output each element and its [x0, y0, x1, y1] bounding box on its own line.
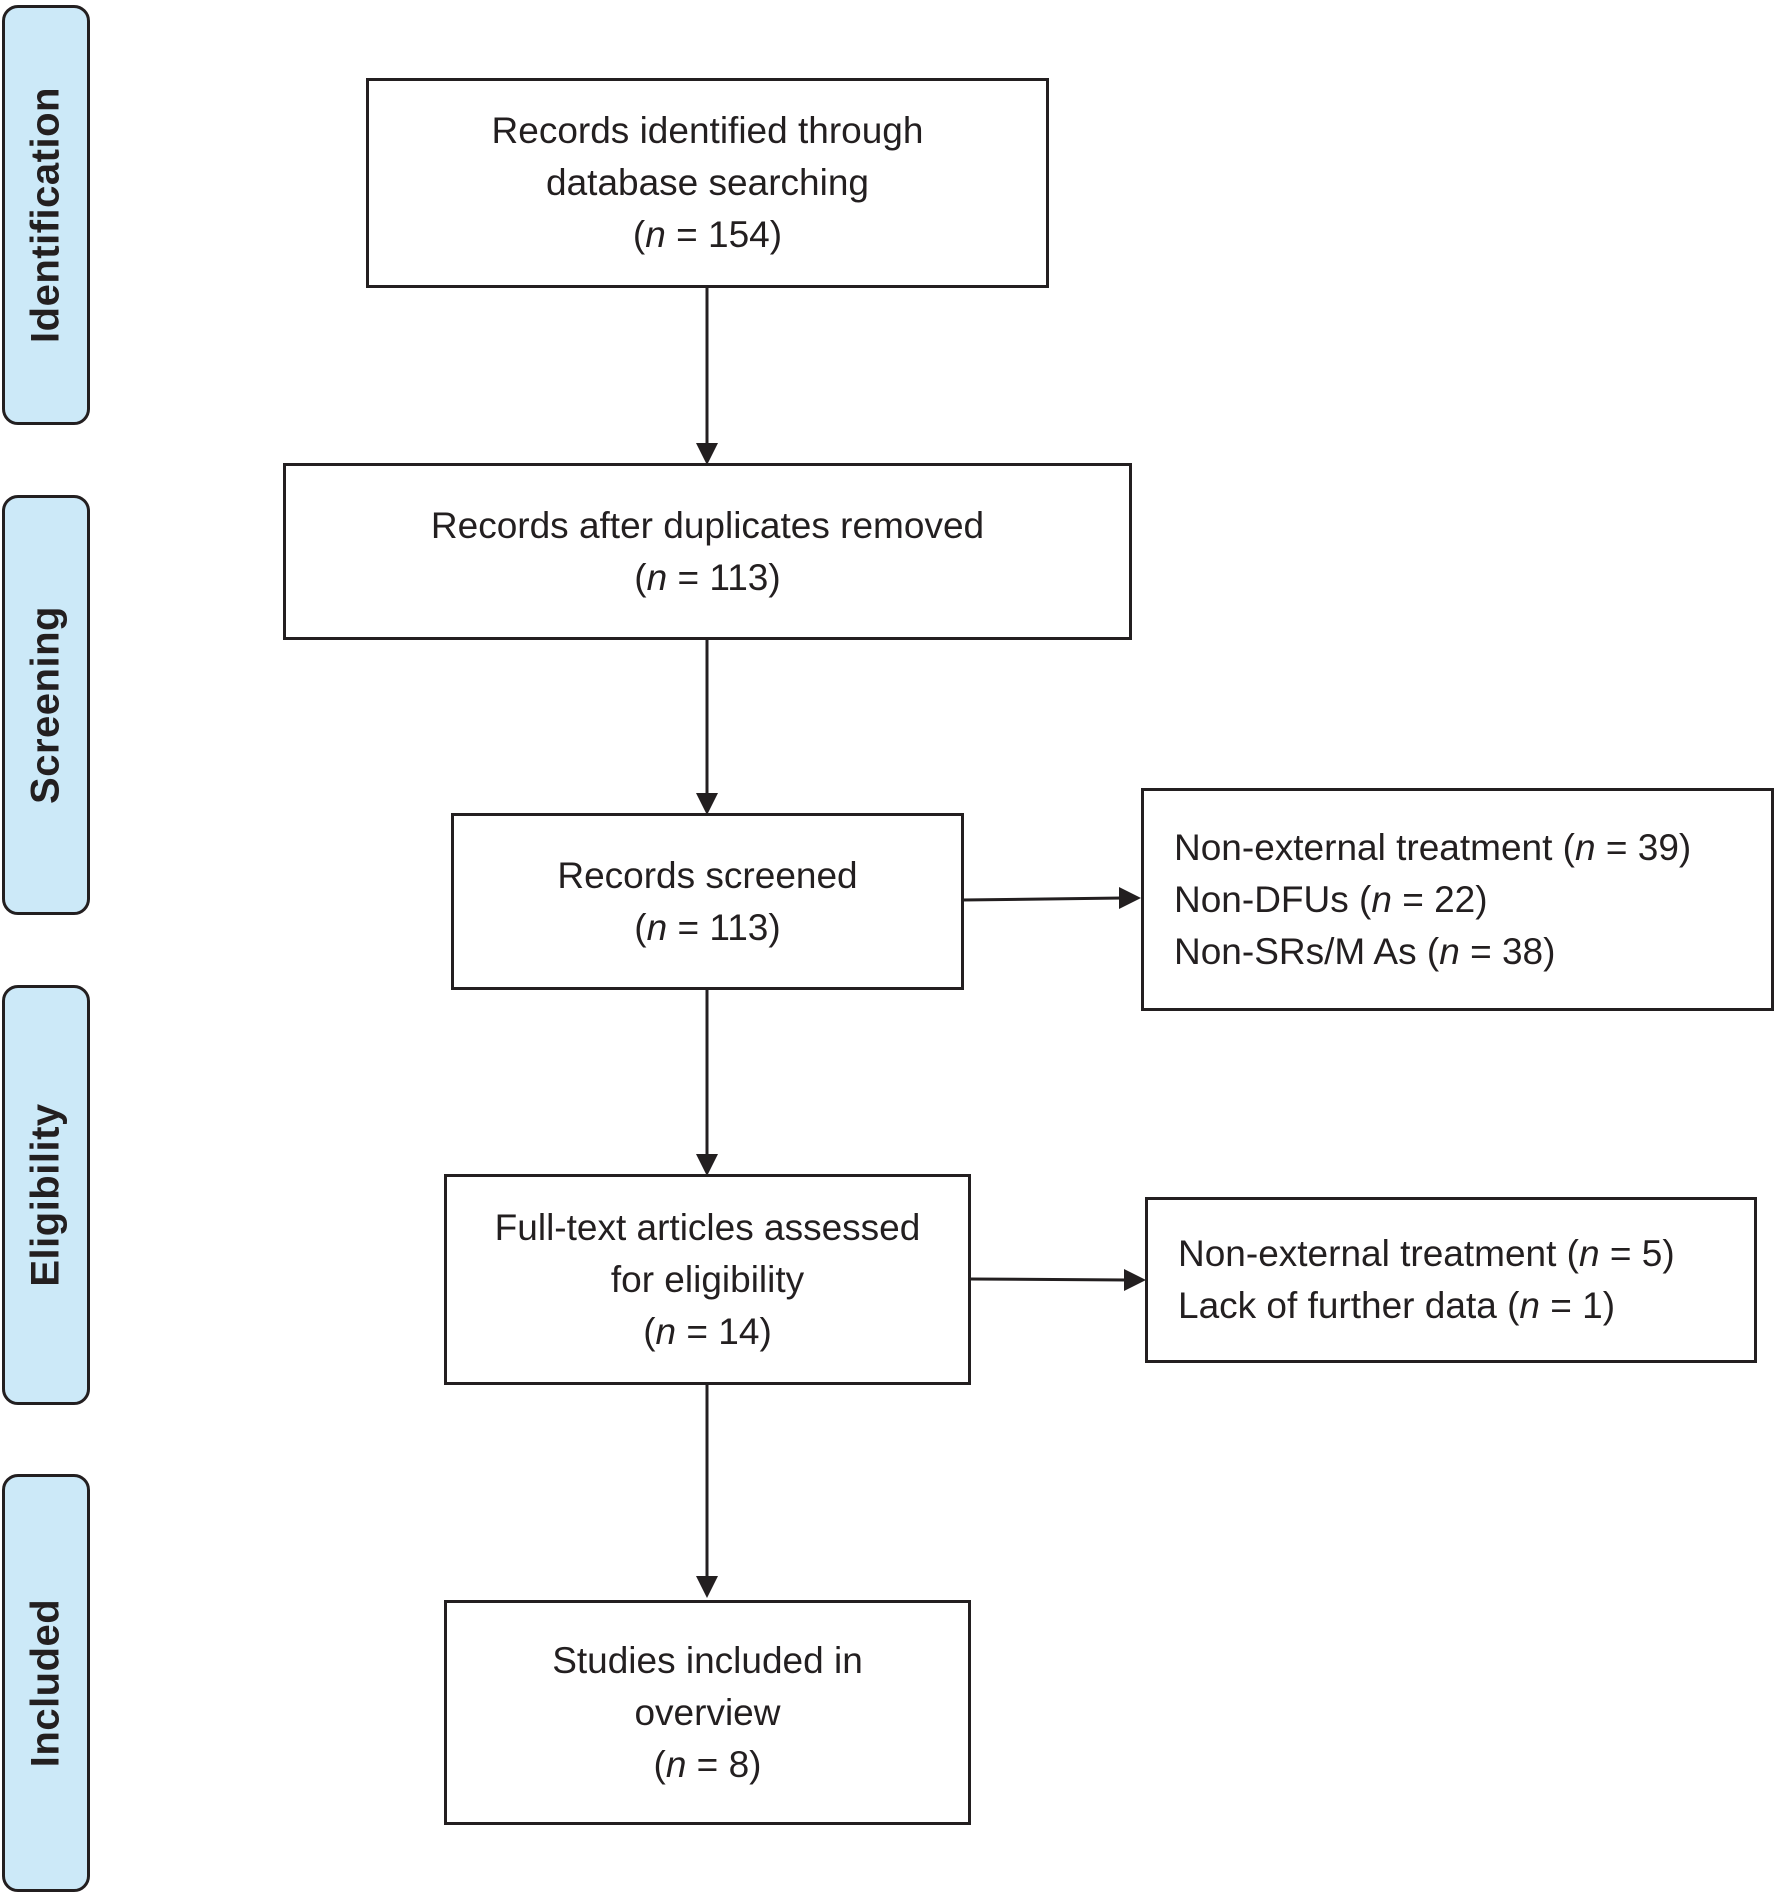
- arrowhead-screened: [696, 793, 718, 815]
- box-line: Studies included in: [552, 1639, 863, 1681]
- arrowhead-fulltext: [696, 1154, 718, 1176]
- box-records-screened: Records screened (n = 113): [451, 813, 964, 990]
- phase-screening: Screening: [2, 495, 90, 915]
- box-line: database searching: [546, 162, 869, 203]
- arrowhead-screening-exclusions: [1119, 887, 1141, 909]
- box-line: Records screened: [557, 854, 858, 896]
- arrow-fulltext-to-exclusions: [969, 1277, 1129, 1282]
- box-screening-exclusions: Non-external treatment (n = 39) Non-DFUs…: [1141, 788, 1774, 1011]
- phase-identification: Identification: [2, 5, 90, 425]
- box-records-deduplicated: Records after duplicates removed (n = 11…: [283, 463, 1132, 640]
- exclusion-item: Lack of further data (n = 1): [1178, 1285, 1616, 1326]
- box-fulltext-assessed: Full-text articles assessed for eligibil…: [444, 1174, 971, 1385]
- box-line: Records identified through: [491, 110, 924, 151]
- phase-eligibility: Eligibility: [2, 985, 90, 1405]
- box-line: for eligibility: [610, 1258, 805, 1300]
- arrowhead-included: [696, 1576, 718, 1598]
- count-label: (n = 14): [643, 1310, 772, 1352]
- count-label: (n = 113): [634, 556, 781, 598]
- arrowhead-eligibility-exclusions: [1124, 1269, 1146, 1291]
- box-records-identified: Records identified through database sear…: [366, 78, 1049, 288]
- box-eligibility-exclusions: Non-external treatment (n = 5) Lack of f…: [1145, 1197, 1757, 1363]
- exclusion-item: Non-DFUs (n = 22): [1174, 878, 1488, 920]
- box-line: Records after duplicates removed: [430, 504, 985, 546]
- box-line: overview: [634, 1691, 781, 1733]
- phase-included: Included: [2, 1474, 90, 1892]
- exclusion-item: Non-external treatment (n = 5): [1178, 1233, 1675, 1274]
- arrow-screened-to-exclusions: [961, 896, 1124, 902]
- count-label: (n = 8): [653, 1743, 762, 1785]
- count-label: (n = 154): [632, 214, 783, 255]
- exclusion-item: Non-SRs/M As (n = 38): [1174, 930, 1556, 972]
- box-studies-included: Studies included in overview (n = 8): [444, 1600, 971, 1825]
- exclusion-item: Non-external treatment (n = 39): [1174, 826, 1692, 868]
- box-line: Full-text articles assessed: [494, 1206, 921, 1248]
- arrowhead-deduplicated: [696, 443, 718, 465]
- count-label: (n = 113): [634, 906, 781, 948]
